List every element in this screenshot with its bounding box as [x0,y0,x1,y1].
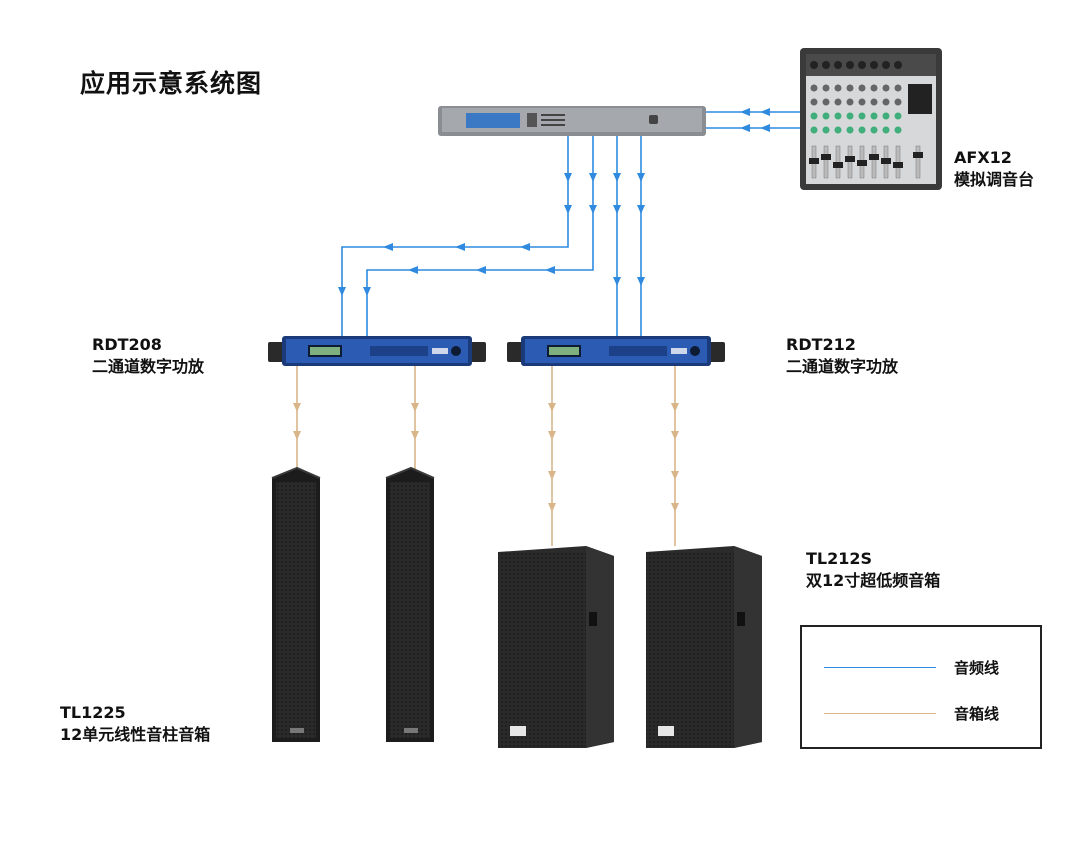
column-speaker-model: TL1225 [60,703,126,722]
column-speaker-1 [271,466,321,742]
legend-label-audio: 音频线 [954,659,1000,677]
legend-item-audio-line: 音频线 [824,657,1024,679]
amp-left-model: RDT208 [92,335,162,354]
subwoofer-2 [646,546,762,748]
processor-unit [438,106,706,136]
mixer-console [800,48,942,190]
amp-left-label: RDT208 二通道数字功放 [92,334,204,378]
column-speaker-label: TL1225 12单元线性音柱音箱 [60,702,210,746]
legend-swatch-audio [824,667,936,668]
mixer-label: AFX12 模拟调音台 [954,147,1034,191]
amp-right-model: RDT212 [786,335,856,354]
audio-line-proc-amp1-b [366,136,594,336]
amp-right-desc: 二通道数字功放 [786,357,899,376]
speaker-arrows [293,403,679,512]
audio-lines [341,111,800,336]
column-speaker-desc: 12单元线性音柱音箱 [60,725,211,744]
amp-left-desc: 二通道数字功放 [92,357,205,376]
speaker-lines [296,366,676,546]
legend-item-speaker-line: 音箱线 [824,703,1024,725]
subwoofer-desc: 双12寸超低频音箱 [806,571,941,590]
legend-label-speaker: 音箱线 [954,705,1000,723]
page-title: 应用示意系统图 [80,69,263,98]
amp-right-label: RDT212 二通道数字功放 [786,334,898,378]
subwoofer-label: TL212S 双12寸超低频音箱 [806,548,940,592]
mixer-desc: 模拟调音台 [954,170,1035,189]
subwoofer-model: TL212S [806,549,873,568]
subwoofer-1 [498,546,614,748]
audio-line-proc-amp1-a [341,136,569,336]
legend-swatch-speaker [824,713,936,714]
amplifier-left [268,336,486,366]
mixer-model: AFX12 [954,148,1012,167]
amplifier-right [507,336,725,366]
legend-box: 音频线 音箱线 [800,625,1042,749]
column-speaker-2 [385,466,435,742]
audio-arrows [338,108,770,296]
